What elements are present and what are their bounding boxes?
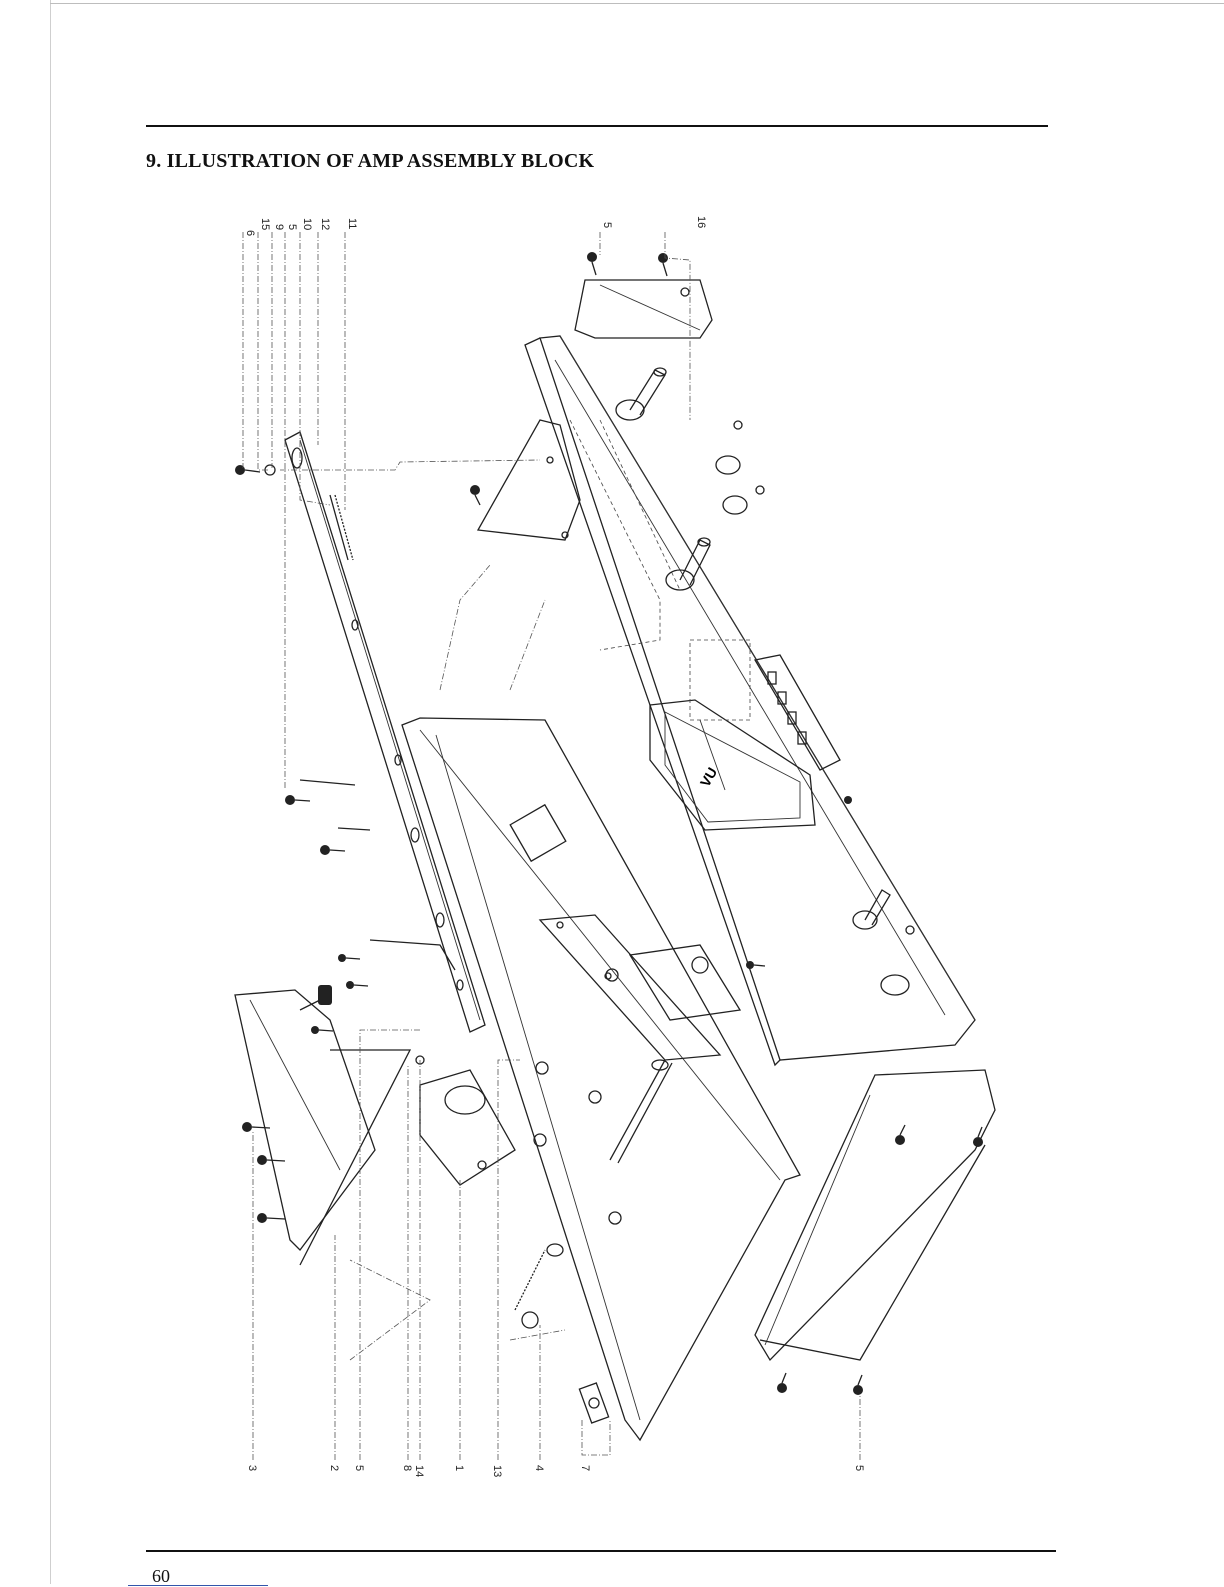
page-number-underline <box>128 1585 268 1586</box>
upper-left-bracket <box>478 420 580 540</box>
callout-16: 16 <box>695 216 707 228</box>
mechanism-plate <box>540 915 740 1060</box>
solenoid <box>420 1070 515 1185</box>
callout-15: 15 <box>259 218 271 230</box>
callout-5-bottom-right: 5 <box>853 1465 865 1471</box>
callouts-bottom: 3 2 5 8 14 1 13 4 7 5 <box>246 1465 865 1477</box>
potentiometer-lower <box>853 890 890 929</box>
e-rings <box>416 969 621 1224</box>
callout-14: 14 <box>413 1465 425 1477</box>
footer-rule <box>146 1550 1056 1552</box>
callout-3: 3 <box>246 1465 258 1471</box>
spring <box>330 495 353 560</box>
callout-2: 2 <box>328 1465 340 1471</box>
leader-lines-top <box>243 232 690 790</box>
callout-10: 10 <box>301 218 313 230</box>
callout-9: 9 <box>273 224 285 230</box>
bottom-left-mount <box>579 1383 608 1423</box>
callout-5-bottom: 5 <box>353 1465 365 1471</box>
lower-spring <box>515 1244 563 1328</box>
callout-4: 4 <box>533 1465 545 1471</box>
bottom-right-panel <box>755 1070 995 1360</box>
callout-12: 12 <box>319 218 331 230</box>
shaft <box>610 1060 672 1163</box>
callout-6: 6 <box>244 230 256 236</box>
callout-8: 8 <box>401 1465 413 1471</box>
callout-7: 7 <box>579 1465 591 1471</box>
vu-meter-label: VU <box>697 765 721 790</box>
knob-bushings <box>716 421 914 995</box>
switch-bank <box>690 640 840 770</box>
leader-lines-bottom <box>253 1030 860 1460</box>
callout-5-top: 5 <box>286 224 298 230</box>
rear-chassis <box>402 718 800 1440</box>
potentiometer-upper <box>616 368 666 420</box>
callouts-top: 6 15 9 5 10 12 11 5 16 <box>244 216 707 236</box>
callout-13: 13 <box>491 1465 503 1477</box>
callout-1: 1 <box>453 1465 465 1471</box>
screws <box>235 252 983 1395</box>
slide-bar <box>285 432 485 1032</box>
callout-5-top-right: 5 <box>601 222 613 228</box>
top-right-bracket <box>575 280 712 338</box>
callout-11: 11 <box>346 218 358 229</box>
small-parts <box>300 780 455 1010</box>
